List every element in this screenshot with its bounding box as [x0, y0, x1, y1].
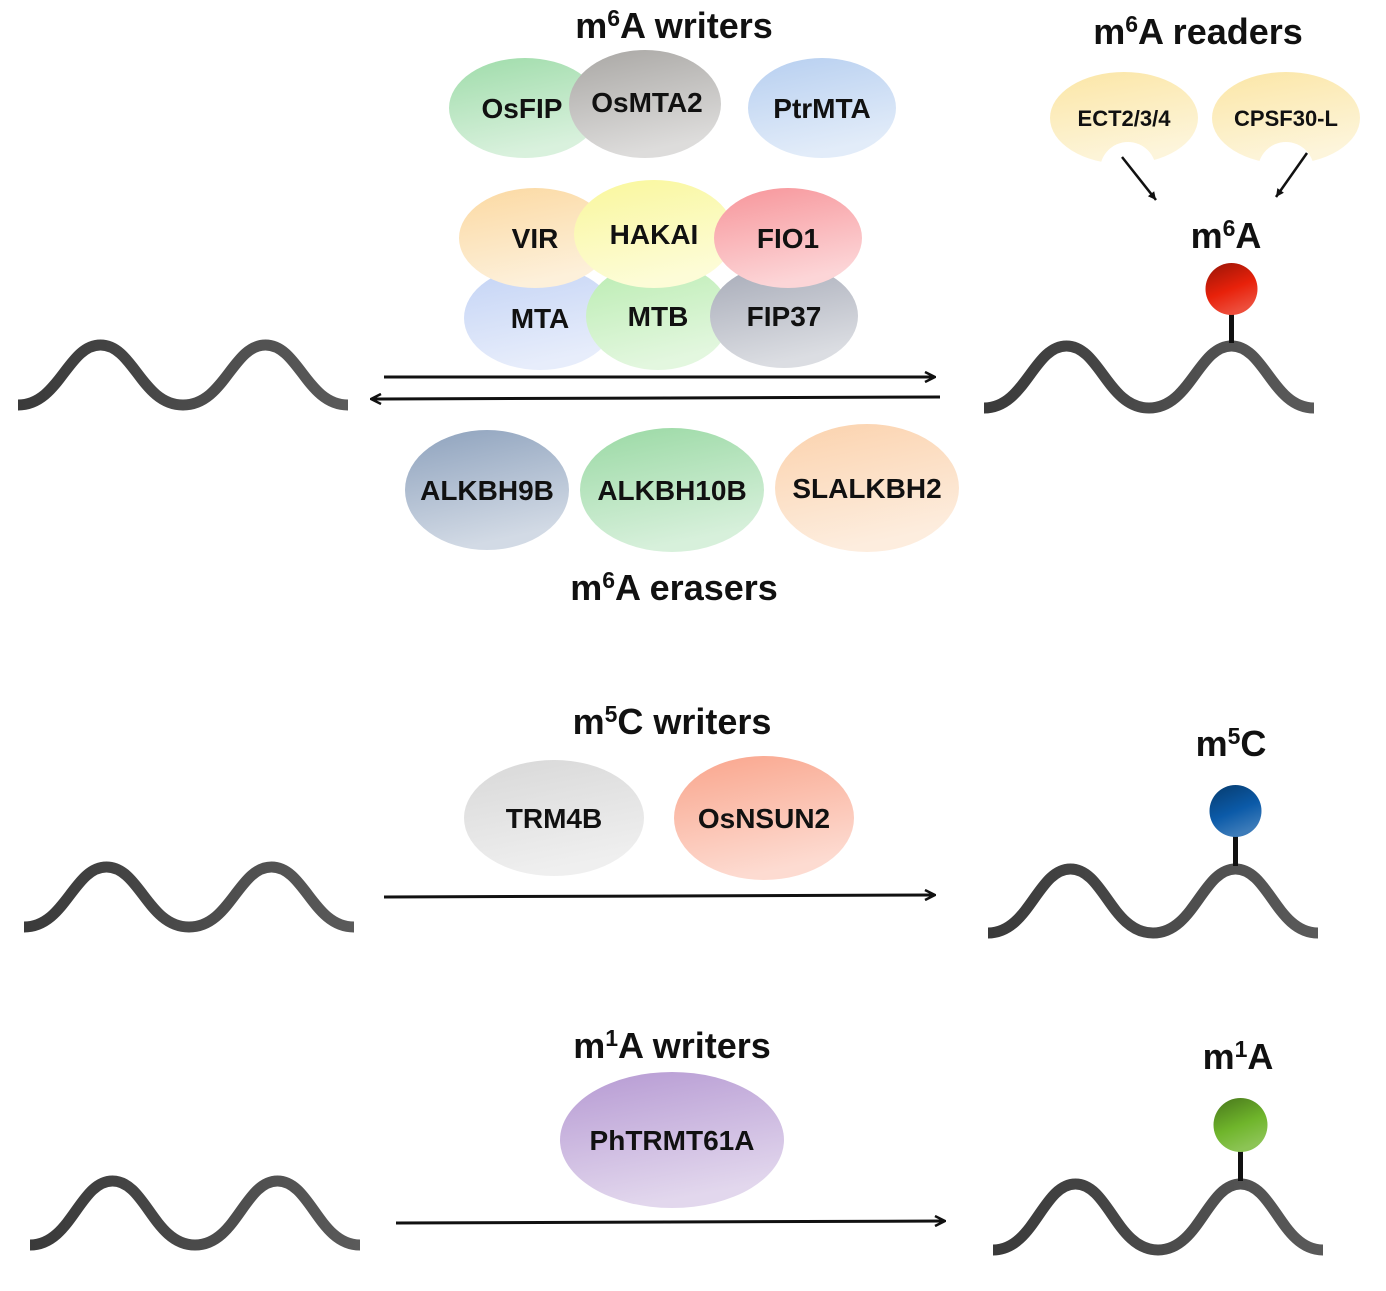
- m5c-writers-title: m5C writers: [573, 701, 772, 742]
- rna-strand-m6a-modified: [983, 263, 1315, 414]
- rna-strand-m1a-modified: [992, 1098, 1324, 1256]
- m6a-writers-title: m6A writers: [575, 5, 773, 46]
- reader-label: ECT2/3/4: [1078, 106, 1172, 131]
- methyl-mark-icon: [1205, 263, 1258, 315]
- protein-label: PtrMTA: [773, 93, 870, 124]
- m5c-methylation-arrow: [383, 895, 934, 897]
- m6a-readers-group: ECT2/3/4 CPSF30-L: [1050, 72, 1360, 164]
- protein-osnsun2: OsNSUN2: [674, 756, 854, 880]
- protein-label: MTB: [628, 301, 689, 332]
- protein-hakai: HAKAI: [574, 180, 734, 288]
- rna-strand-unmodified-m1a: [29, 1175, 361, 1251]
- m1a-methylation-arrow: [395, 1221, 944, 1223]
- protein-label: TRM4B: [506, 803, 602, 834]
- protein-label: MTA: [511, 303, 570, 334]
- protein-alkbh9b: ALKBH9B: [405, 430, 569, 550]
- protein-ellipse: [710, 264, 858, 368]
- m5c-section: m5C writers TRM4B OsNSUN2 m5C: [23, 701, 1319, 939]
- rna-ribbon: [29, 1175, 361, 1251]
- reader-ect2-3-4: ECT2/3/4: [1050, 72, 1198, 164]
- reader-cpsf30-l: CPSF30-L: [1212, 72, 1360, 164]
- m6a-erasers-title: m6A erasers: [570, 567, 778, 608]
- protein-ellipse: [574, 180, 734, 288]
- protein-ptrmta: PtrMTA: [748, 58, 896, 158]
- reader-arrow-ect: [1121, 156, 1157, 201]
- methyl-mark-icon: [1213, 1098, 1268, 1152]
- protein-trm4b: TRM4B: [464, 760, 644, 876]
- rna-ribbon: [987, 863, 1319, 939]
- protein-label: OsNSUN2: [698, 803, 830, 834]
- rna-strand-unmodified-m5c: [23, 861, 355, 933]
- protein-label: ALKBH10B: [597, 475, 746, 506]
- protein-fio1: FIO1: [714, 188, 862, 288]
- rna-strand-unmodified-m6a: [17, 339, 349, 411]
- m6a-writers-complex-group: MTA MTB FIP37 VIR HAKAI FIO1: [459, 180, 862, 370]
- protein-alkbh10b: ALKBH10B: [580, 428, 764, 552]
- protein-phtrmt61a: PhTRMT61A: [560, 1072, 784, 1208]
- m6a-erasers-group: ALKBH9B ALKBH10B SLALKBH2: [405, 424, 959, 552]
- m1a-mark-label: m1A: [1203, 1036, 1274, 1077]
- protein-ellipse: [569, 50, 721, 158]
- protein-osmta2: OsMTA2: [569, 50, 721, 158]
- m5c-mark-label: m5C: [1196, 723, 1267, 764]
- m6a-mark-label: m6A: [1191, 215, 1262, 256]
- reader-label: CPSF30-L: [1234, 106, 1338, 131]
- protein-ellipse: [586, 262, 730, 370]
- rna-ribbon: [17, 339, 349, 411]
- reader-shape: [1212, 72, 1360, 164]
- reader-shape: [1050, 72, 1198, 164]
- protein-slalkbh2: SLALKBH2: [775, 424, 959, 552]
- protein-ellipse: [775, 424, 959, 552]
- m1a-section: m1A writers PhTRMT61A m1A: [29, 1025, 1324, 1256]
- protein-label: OsMTA2: [591, 87, 703, 118]
- protein-ellipse: [714, 188, 862, 288]
- protein-label: PhTRMT61A: [590, 1125, 755, 1156]
- methyl-mark-icon: [1209, 785, 1262, 837]
- protein-ellipse: [674, 756, 854, 880]
- protein-ellipse: [748, 58, 896, 158]
- protein-ellipse: [464, 760, 644, 876]
- m6a-readers-title: m6A readers: [1093, 11, 1303, 52]
- protein-label: OsFIP: [482, 93, 563, 124]
- protein-mta: MTA: [464, 266, 616, 370]
- protein-ellipse: [449, 58, 601, 158]
- protein-label: FIP37: [747, 301, 822, 332]
- demethylation-arrow: [372, 397, 941, 399]
- protein-ellipse: [464, 266, 616, 370]
- m5c-writers-group: TRM4B OsNSUN2: [464, 756, 854, 880]
- protein-ellipse: [560, 1072, 784, 1208]
- protein-ellipse: [459, 188, 611, 288]
- rna-ribbon: [992, 1178, 1324, 1256]
- reader-arrow-cpsf: [1274, 152, 1309, 198]
- protein-label: ALKBH9B: [420, 475, 554, 506]
- rna-strand-m5c-modified: [987, 785, 1319, 939]
- protein-label: VIR: [512, 223, 559, 254]
- protein-vir: VIR: [459, 188, 611, 288]
- m6a-section: m6A writers OsFIP OsMTA2 PtrMTA MTA MTB FIP3…: [17, 5, 1360, 608]
- protein-ellipse: [405, 430, 569, 550]
- m1a-writers-title: m1A writers: [573, 1025, 771, 1066]
- protein-fip37: FIP37: [710, 264, 858, 368]
- protein-ellipse: [580, 428, 764, 552]
- protein-label: SLALKBH2: [792, 473, 941, 504]
- m6a-writers-top-group: OsFIP OsMTA2 PtrMTA: [449, 50, 896, 158]
- m1a-writers-group: PhTRMT61A: [560, 1072, 784, 1208]
- protein-label: FIO1: [757, 223, 819, 254]
- protein-mtb: MTB: [586, 262, 730, 370]
- rna-ribbon: [23, 861, 355, 933]
- protein-osfip: OsFIP: [449, 58, 601, 158]
- rna-ribbon: [983, 340, 1315, 414]
- protein-label: HAKAI: [610, 219, 699, 250]
